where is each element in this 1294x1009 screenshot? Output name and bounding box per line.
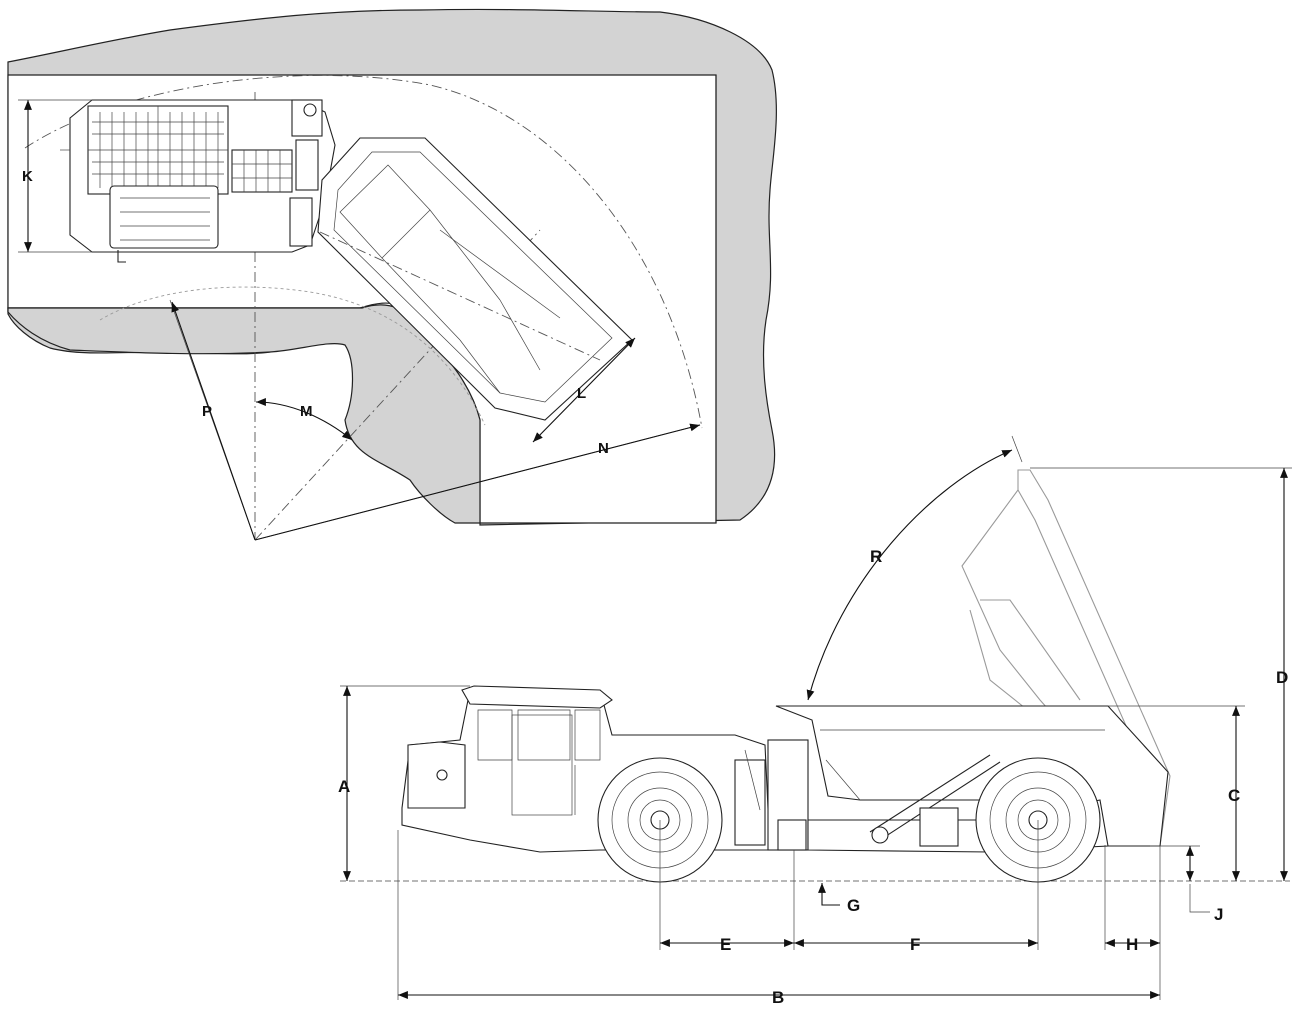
- label-p: P: [202, 403, 212, 420]
- label-h: H: [1126, 935, 1138, 954]
- label-k: K: [22, 168, 33, 185]
- label-a: A: [338, 777, 350, 796]
- dim-line-n: [254, 423, 701, 541]
- label-l: L: [577, 385, 586, 402]
- plan-dimensions: [18, 99, 701, 541]
- label-m: M: [300, 403, 313, 420]
- truck-side-view: [340, 435, 1290, 883]
- label-c: C: [1228, 786, 1240, 805]
- truck-plan-front-unit: [60, 99, 336, 263]
- label-j: J: [1214, 905, 1223, 924]
- dim-arc-r: [806, 449, 1013, 701]
- side-dimensions: [340, 467, 1292, 1000]
- label-d: D: [1276, 668, 1288, 687]
- outer-turning-arc: [24, 75, 703, 429]
- label-n: N: [598, 440, 609, 457]
- label-e: E: [720, 935, 731, 954]
- tunnel-wall-pillar: [7, 304, 481, 524]
- dimension-labels: K L M N P R A B C D E F G H J: [22, 168, 1288, 1007]
- label-r: R: [870, 547, 882, 566]
- label-g: G: [847, 896, 860, 915]
- label-f: F: [910, 935, 920, 954]
- dim-line-g: [818, 883, 840, 906]
- dim-line-p: [171, 301, 256, 541]
- inner-turning-arc: [99, 286, 486, 426]
- dim-line-l: [532, 337, 636, 443]
- label-b: B: [772, 988, 784, 1007]
- dim-arc-m: [255, 398, 353, 441]
